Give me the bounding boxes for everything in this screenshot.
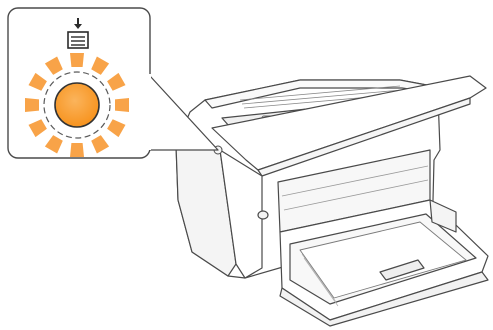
light-ray — [25, 98, 39, 112]
printer-side-button — [258, 211, 268, 219]
printer — [176, 76, 488, 326]
light-ray — [115, 98, 129, 112]
light-ray — [70, 143, 84, 157]
indicator-lamp — [55, 83, 99, 127]
light-ray — [70, 53, 84, 67]
callout — [8, 8, 218, 158]
